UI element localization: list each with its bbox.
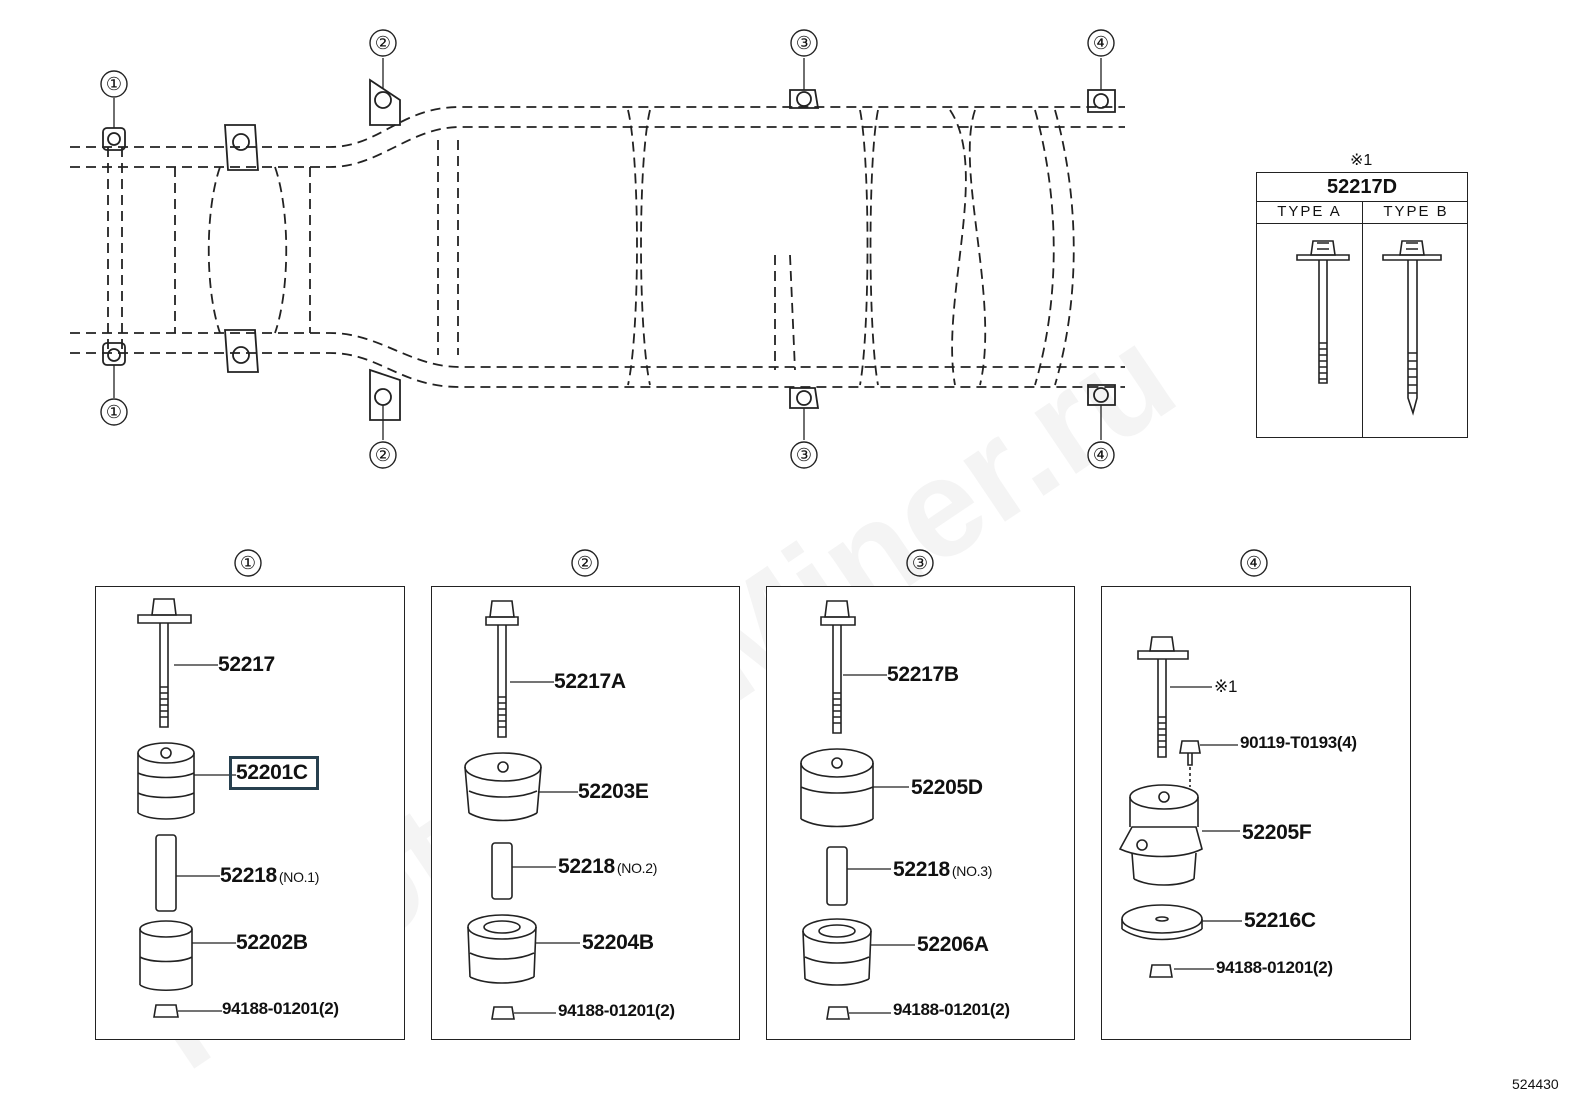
type-box: 52217D TYPE A TYPE B xyxy=(1256,172,1468,438)
part-52218-no3[interactable]: 52218(NO.3) xyxy=(893,858,993,881)
part-52206A[interactable]: 52206A xyxy=(917,933,989,956)
bolt-type-drawings xyxy=(1296,240,1442,416)
part-52205F[interactable]: 52205F xyxy=(1242,821,1312,844)
callout-3-top: ③ xyxy=(795,33,813,53)
type-b-label: TYPE B xyxy=(1383,203,1449,220)
part-52218-no2[interactable]: 52218(NO.2) xyxy=(558,855,658,878)
panel-4-parts xyxy=(1118,636,1242,978)
panel-1-parts xyxy=(137,598,236,1018)
part-52217[interactable]: 52217 xyxy=(218,653,275,676)
part-52204B[interactable]: 52204B xyxy=(582,931,654,954)
part-94188-01201[interactable]: 94188-01201(2) xyxy=(1216,958,1333,977)
part-94188-01201[interactable]: 94188-01201(2) xyxy=(558,1001,675,1020)
callout-4-top: ④ xyxy=(1092,33,1110,53)
panel-3: 52217B 52205D 52218(NO.3) 52206A 94188-0… xyxy=(766,586,1075,1040)
part-94188-01201[interactable]: 94188-01201(2) xyxy=(222,999,339,1018)
panel-2-number: ② xyxy=(576,553,594,573)
reference-number: 524430 xyxy=(1512,1076,1559,1092)
panel-3-number: ③ xyxy=(911,553,929,573)
callout-3-bottom: ③ xyxy=(795,445,813,465)
callout-2-bottom: ② xyxy=(374,445,392,465)
part-52216C[interactable]: 52216C xyxy=(1244,909,1316,932)
part-52201C[interactable]: 52201C xyxy=(236,761,308,784)
panel-4-number: ④ xyxy=(1245,553,1263,573)
part-52202B[interactable]: 52202B xyxy=(236,931,308,954)
panel-2: 52217A 52203E 52218(NO.2) 52204B 94188-0… xyxy=(431,586,740,1040)
part-52217A[interactable]: 52217A xyxy=(554,670,626,693)
panel-1-number: ① xyxy=(239,553,257,573)
part-52203E[interactable]: 52203E xyxy=(578,780,649,803)
part-94188-01201[interactable]: 94188-01201(2) xyxy=(893,1000,1010,1019)
callout-2-top: ② xyxy=(374,33,392,53)
panel-2-parts xyxy=(464,600,580,1020)
part-note-1[interactable]: ※1 xyxy=(1214,677,1238,696)
part-52218-no1[interactable]: 52218(NO.1) xyxy=(220,864,320,887)
callout-4-bottom: ④ xyxy=(1092,445,1110,465)
callout-1-top: ① xyxy=(105,74,123,94)
highlight-52201C[interactable] xyxy=(229,756,319,790)
callout-1-bottom: ① xyxy=(105,402,123,422)
panel-4: ※1 90119-T0193(4) 52205F 52216C 94188-01… xyxy=(1101,586,1411,1040)
panel-3-parts xyxy=(800,600,915,1020)
part-52217B[interactable]: 52217B xyxy=(887,663,959,686)
type-a-label: TYPE A xyxy=(1277,203,1342,220)
type-box-note: ※1 xyxy=(1350,152,1373,169)
panel-1: 52217 52201C 52218(NO.1) 52202B 94188-01… xyxy=(95,586,405,1040)
part-90119-T0193[interactable]: 90119-T0193(4) xyxy=(1240,733,1357,752)
part-52205D[interactable]: 52205D xyxy=(911,776,983,799)
